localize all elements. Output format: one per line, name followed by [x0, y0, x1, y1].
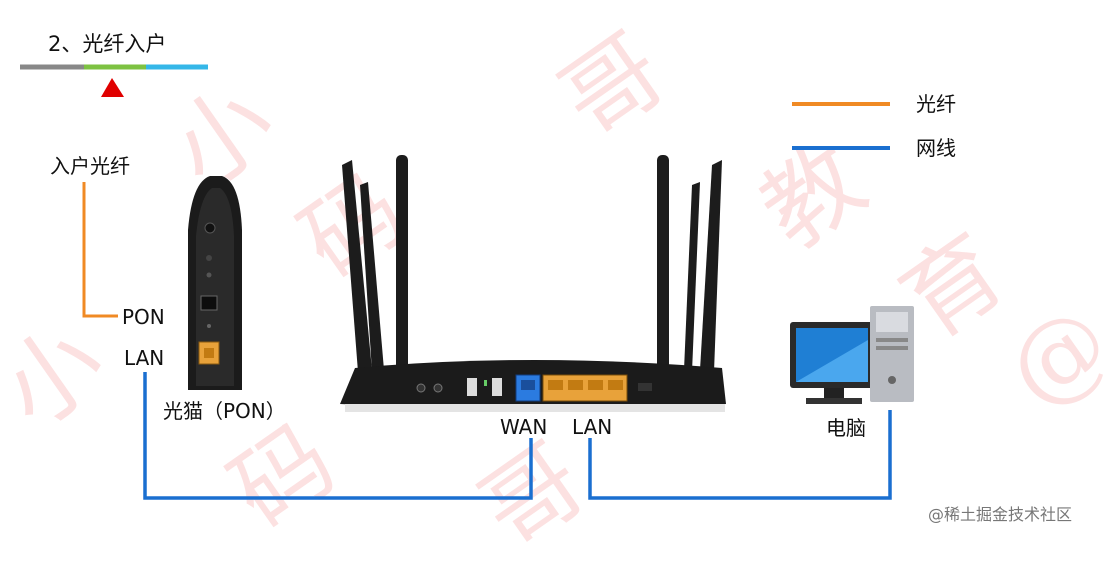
router-wan-port-label: WAN	[500, 415, 548, 439]
computer-label: 电脑	[826, 416, 866, 440]
router-device	[340, 360, 726, 412]
modem-label: 光猫（PON）	[163, 399, 286, 423]
cable-router-to-pc	[588, 410, 892, 500]
step-marker-icon	[101, 78, 124, 97]
diagram-graphics	[20, 64, 914, 500]
credit-text: @稀土掘金技术社区	[928, 505, 1073, 524]
page-title: 2、光纤入户	[48, 32, 167, 56]
legend-label-fiber: 光纤	[916, 92, 956, 116]
pon-port-label: PON	[122, 305, 165, 329]
cable-modem-to-router	[143, 372, 533, 500]
router-lan-port-label: LAN	[572, 415, 613, 439]
modem-lan-port-label: LAN	[124, 346, 165, 370]
fiber-in-label: 入户光纤	[50, 154, 130, 178]
computer-icon	[790, 306, 914, 404]
fiber-line	[82, 182, 118, 318]
legend-label-cable: 网线	[916, 136, 956, 160]
modem-device	[188, 176, 242, 390]
router-antennas	[342, 155, 722, 395]
